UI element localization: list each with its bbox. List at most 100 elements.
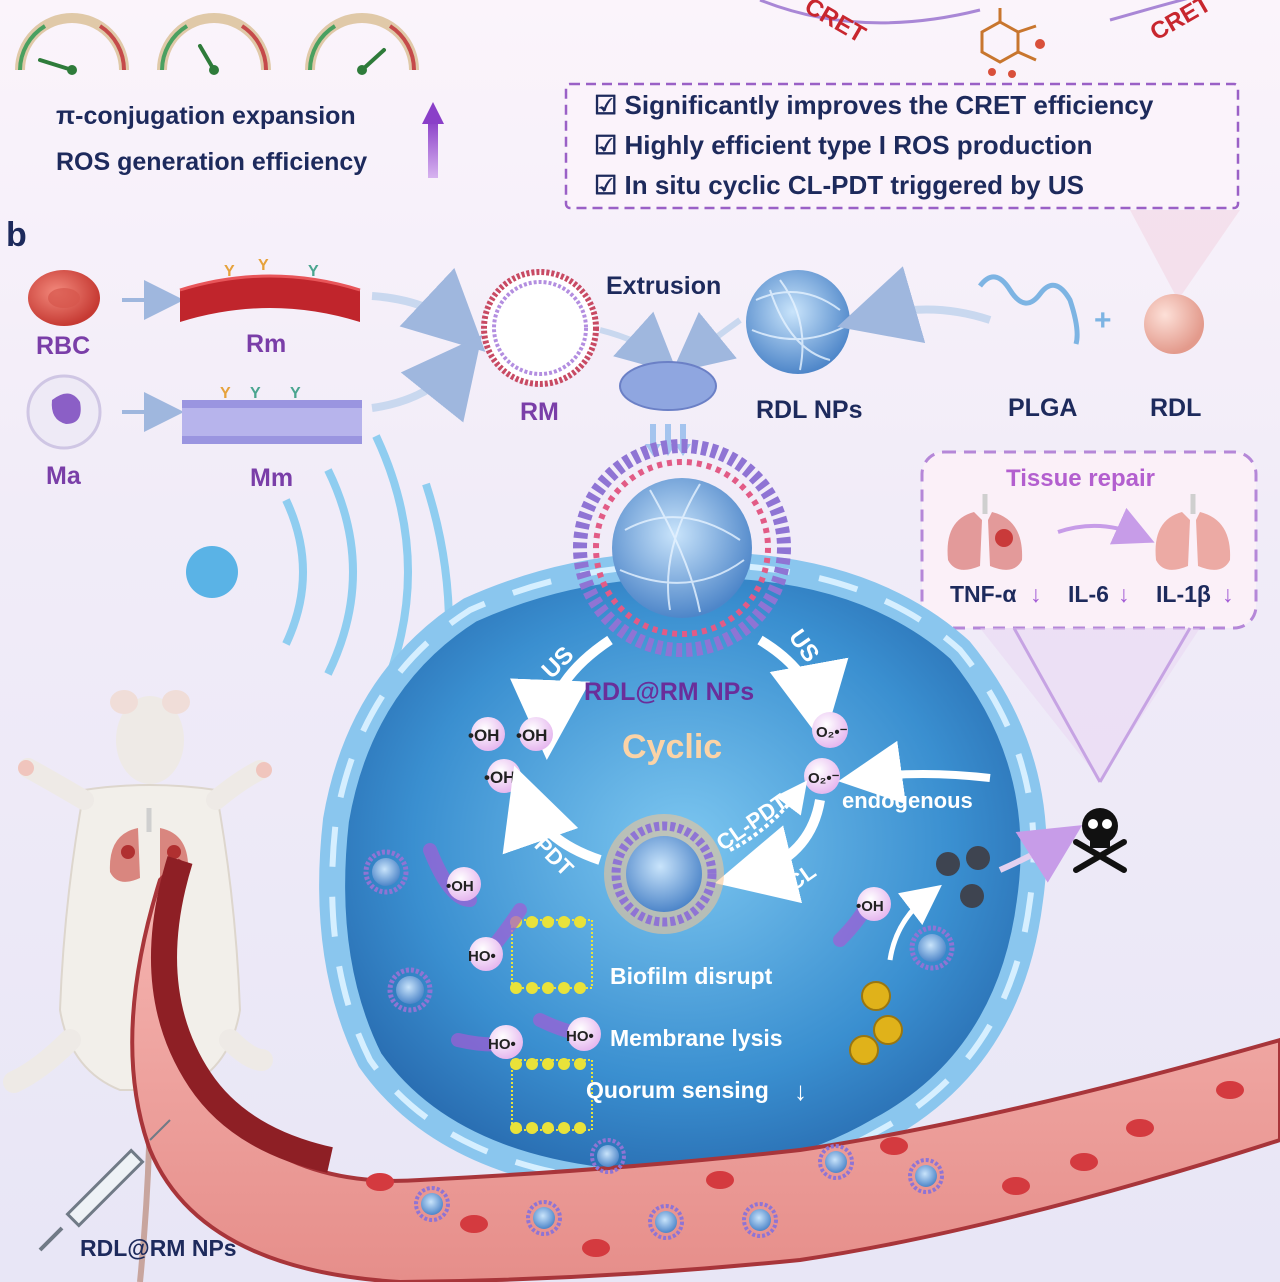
- svg-text:Y: Y: [308, 263, 319, 280]
- tnf-label: TNF-α: [950, 581, 1017, 607]
- svg-text:O₂•⁻: O₂•⁻: [808, 770, 840, 787]
- cl-arrow: [714, 799, 825, 904]
- svg-text:•OH: •OH: [856, 898, 884, 915]
- plga-chain-icon: [978, 274, 1080, 345]
- gauge-icon-2: [157, 13, 271, 75]
- rbc-cell-icon: [28, 270, 100, 326]
- tissue-repair-title: Tissue repair: [1006, 465, 1155, 492]
- svg-text:O₂•⁻: O₂•⁻: [816, 724, 848, 741]
- cyclic-label: Cyclic: [622, 728, 722, 766]
- svg-text:•OH: •OH: [446, 878, 474, 895]
- svg-text:•OH: •OH: [468, 726, 499, 745]
- svg-text:Y: Y: [290, 385, 301, 402]
- cret-arc-left: [759, 0, 981, 25]
- o2-bubble-1: O₂•⁻: [812, 712, 848, 748]
- rdl-sphere-icon: [1144, 294, 1204, 354]
- membrane-lysis-label: Membrane lysis: [610, 1025, 783, 1051]
- arrow-rm-to-vesicle: [371, 267, 486, 352]
- us-arrow-left: [510, 635, 613, 760]
- rm-vesicle-icon: [481, 269, 599, 387]
- tissue-repair-box: [920, 450, 1258, 783]
- membrane-bilayer-icon: [510, 916, 593, 1134]
- blood-vessel: [130, 856, 1280, 1282]
- up-arrow-head-icon: [422, 102, 444, 124]
- clpdt-arrow-dashed: [729, 780, 808, 852]
- np-label-in-cell: RDL@RM NPs: [584, 678, 754, 706]
- rdl-nps-icon: [746, 270, 850, 374]
- gauge-icon-1: [15, 13, 129, 75]
- rm-membrane-icon: Y Y Y: [179, 257, 361, 322]
- check-item-3: ☑ In situ cyclic CL-PDT triggered by US: [594, 170, 1084, 200]
- rdl-rm-np-center-icon: [604, 814, 724, 934]
- mm-membrane-icon: Y Y Y: [182, 385, 362, 444]
- clpdt-arrow-left: [502, 765, 602, 865]
- svg-text:HO•: HO•: [488, 1036, 516, 1053]
- top-section: CRET CRET: [15, 0, 1240, 300]
- macrophage-icon: [26, 374, 102, 450]
- check-item-2: ☑ Highly efficient type I ROS production: [594, 130, 1093, 160]
- ros-efficiency-text: ROS generation efficiency: [56, 148, 367, 176]
- rdl-nps-label: RDL NPs: [756, 396, 863, 424]
- rm-label: Rm: [246, 330, 286, 358]
- vessel-nps: [414, 1138, 944, 1240]
- extruder-membrane-icon: [619, 361, 717, 411]
- cret-label-left: CRET: [800, 0, 870, 49]
- biofilm-label: Biofilm disrupt: [610, 963, 773, 989]
- arrow-nps-extrusion: [671, 311, 742, 374]
- svg-text:HO•: HO•: [468, 948, 496, 965]
- tnf-down-arrow: ↓: [1030, 581, 1042, 607]
- ho-comet-2: HO•: [451, 1025, 523, 1059]
- molecule-icon: [980, 8, 1045, 78]
- quorum-sensing-label: Quorum sensing: [586, 1077, 769, 1103]
- il1b-label: IL-1β: [1156, 581, 1211, 607]
- mm-label: Mm: [250, 464, 293, 492]
- endogenous-arrow: [838, 740, 991, 805]
- check-item-1: ☑ Significantly improves the CRET effici…: [594, 90, 1154, 120]
- ho-comet-1: HO•: [468, 903, 527, 971]
- gauge-icon-3: [305, 13, 419, 75]
- checklist-box: [564, 82, 1240, 210]
- o2-bubble-2: O₂•⁻: [804, 758, 840, 794]
- np-small-3: [909, 925, 955, 971]
- quorum-down-arrow: ↓: [794, 1076, 807, 1106]
- oh-bubble-1: •OH: [468, 717, 505, 751]
- plus-sign: +: [1094, 304, 1112, 337]
- svg-text:•OH: •OH: [484, 768, 515, 787]
- np-small-2: [387, 967, 433, 1013]
- rdl-rm-np-top-icon: [573, 439, 791, 657]
- pi-conjugation-text: π-conjugation expansion: [56, 102, 356, 130]
- to-death-arrow: [998, 825, 1083, 883]
- lung-inflamed-icon: [947, 494, 1023, 570]
- skull-crossbones-icon: [1073, 808, 1127, 873]
- cret-arc-right: [1109, 0, 1188, 22]
- plga-label: PLGA: [1008, 394, 1077, 422]
- mouse-icon: [3, 690, 273, 1282]
- up-arrow-icon: [428, 120, 438, 178]
- oh-comet-1: •OH: [423, 843, 481, 907]
- rbc-label: RBC: [36, 332, 90, 360]
- panel-label-b: b: [6, 216, 27, 254]
- glow-beam: [1130, 210, 1240, 300]
- bacteria-cluster-icon: [849, 981, 903, 1065]
- svg-text:Y: Y: [224, 263, 235, 280]
- arrow-plga-to-nps: [837, 266, 992, 344]
- svg-text:Y: Y: [250, 385, 261, 402]
- rm-vesicle-label: RM: [520, 398, 559, 426]
- np-small-1: [363, 849, 409, 895]
- oh-bubble-2: •OH: [516, 717, 553, 751]
- arrow-mm-to-vesicle: [371, 335, 483, 423]
- arrow-vesicle-extrusion: [599, 311, 678, 375]
- dead-bacteria-icon: [936, 846, 990, 908]
- syringe-icon: [38, 1119, 171, 1252]
- svg-text:Y: Y: [258, 257, 269, 274]
- il6-down-arrow: ↓: [1118, 581, 1130, 607]
- ma-label: Ma: [46, 462, 82, 490]
- il6-label: IL-6: [1068, 581, 1109, 607]
- repair-arrow: [1057, 507, 1155, 545]
- vessel-rbcs: [366, 1081, 1244, 1257]
- us-arrow-right: [757, 635, 849, 744]
- svg-text:Y: Y: [220, 385, 231, 402]
- endogenous-label: endogenous: [842, 788, 973, 813]
- lung-healthy-icon: [1155, 494, 1231, 570]
